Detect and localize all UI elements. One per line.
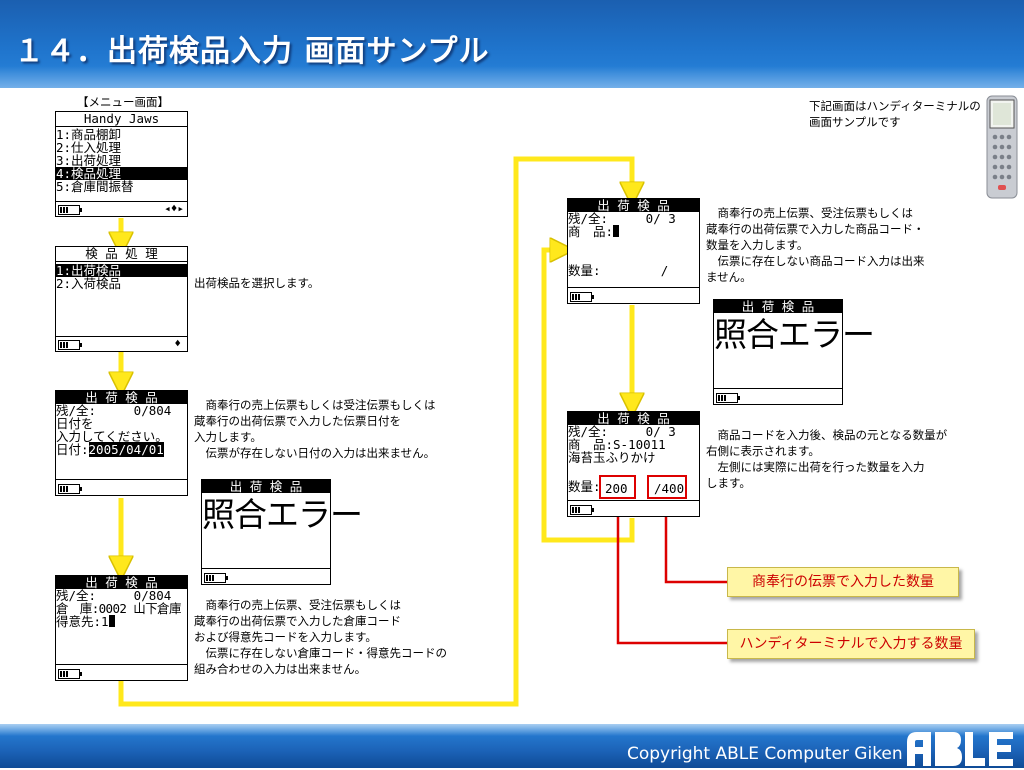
menu-screen: Handy Jaws 1:商品棚卸 2:仕入処理 3:出荷処理 4:検品処理 5… — [55, 111, 188, 217]
screen-title: 出 荷 検 品 — [714, 300, 842, 313]
warehouse-input-screen: 出 荷 検 品 残/全: 0/804 倉 庫:0002 山下倉庫 得意先:1 — [55, 575, 188, 681]
battery-icon — [570, 505, 594, 515]
screen-title: 出 荷 検 品 — [568, 199, 699, 212]
terminal-note-line: 画面サンプルです — [809, 115, 901, 129]
page-title: １４．出荷検品入力 画面サンプル — [14, 34, 490, 69]
copyright-text: Copyright ABLE Computer Giken — [627, 744, 903, 764]
battery-icon — [58, 340, 82, 350]
menu-item-selected[interactable]: 1:出荷検品 — [56, 264, 187, 277]
menu-item[interactable]: 1:商品棚卸 — [56, 127, 122, 142]
handy-terminal-icon — [986, 95, 1018, 199]
inspection-menu-screen: 検 品 処 理 1:出荷検品 2:入荷検品 ♦ — [55, 246, 188, 352]
input-quantity-highlight — [599, 475, 636, 499]
screen-title: 出 荷 検 品 — [56, 576, 187, 589]
screen-title: 出 荷 検 品 — [56, 391, 187, 404]
footer-bar — [0, 724, 1024, 768]
prompt-line: 日付を — [56, 416, 94, 431]
scroll-icon: ♦ — [174, 337, 181, 350]
screen-title: 出 荷 検 品 — [202, 480, 330, 493]
cursor-icon — [108, 615, 115, 627]
red-arrow-slip-qty — [659, 494, 727, 584]
count-row: 残/全: 0/804 — [56, 403, 172, 418]
arrow-warehouse-to-product — [118, 156, 632, 707]
battery-icon — [58, 205, 82, 215]
battery-icon — [204, 573, 228, 583]
customer-field[interactable]: 得意先:1 — [56, 614, 109, 629]
slip-quantity-callout: 商奉行の伝票で入力した数量 — [727, 567, 959, 597]
menu-item[interactable]: 3:出荷処理 — [56, 153, 122, 168]
red-arrow-handy-qty — [611, 494, 727, 645]
arrow-quantity-loop-back — [541, 250, 635, 543]
date-label: 日付: — [56, 442, 89, 457]
menu-item[interactable]: 2:仕入処理 — [56, 140, 122, 155]
collation-error-screen: 出 荷 検 品 照合エラー — [201, 479, 363, 585]
warehouse-field[interactable]: 倉 庫:0002 山下倉庫 — [56, 601, 181, 616]
menu-screen-label: 【メニュー画面】 — [77, 95, 169, 109]
quantity-input-screen: 出 荷 検 品 残/全: 0/ 3 商 品:S-10011 海苔玉ふりかけ 数量… — [567, 411, 700, 517]
handy-quantity-callout: ハンディターミナルで入力する数量 — [727, 629, 975, 659]
product-input-screen: 出 荷 検 品 残/全: 0/ 3 商 品: 数量: / — [567, 198, 700, 304]
title-bar — [0, 0, 1024, 88]
date-input[interactable]: 2005/04/01 — [88, 442, 164, 457]
menu-item[interactable]: 2:入荷検品 — [56, 276, 122, 291]
quantity-field[interactable]: 数量: / — [568, 263, 669, 278]
prompt-line: 入力してください。 — [56, 429, 168, 444]
product-name: 海苔玉ふりかけ — [568, 450, 656, 465]
error-message: 照合エラー — [714, 315, 875, 354]
battery-icon — [58, 484, 82, 494]
quantity-label: 数量: — [568, 479, 601, 494]
inspection-description: 出荷検品を選択します。 — [194, 276, 320, 290]
expected-quantity: /400 — [654, 481, 685, 496]
menu-item-selected[interactable]: 4:検品処理 — [56, 167, 187, 180]
menu-screen-title: Handy Jaws — [83, 111, 160, 126]
title-bar-wave — [0, 66, 1024, 88]
scroll-icon: ◂♦▸ — [164, 202, 184, 215]
terminal-note-line: 下記画面はハンディターミナルの — [809, 99, 981, 113]
inspection-menu-title: 検 品 処 理 — [85, 246, 158, 261]
battery-icon — [716, 393, 740, 403]
screen-title: 出 荷 検 品 — [568, 412, 699, 425]
count-row: 残/全: 0/804 — [56, 588, 172, 603]
error-message: 照合エラー — [202, 495, 363, 534]
quantity-input[interactable]: 200 — [605, 481, 628, 496]
product-field[interactable]: 商 品: — [568, 224, 614, 239]
count-row: 残/全: 0/ 3 — [568, 211, 676, 226]
battery-icon — [570, 292, 594, 302]
count-row: 残/全: 0/ 3 — [568, 424, 676, 439]
collation-error-screen: 出 荷 検 品 照合エラー — [713, 299, 875, 405]
product-code: 商 品:S-10011 — [568, 437, 666, 452]
able-logo — [905, 730, 1015, 766]
battery-icon — [58, 669, 82, 679]
date-input-screen: 出 荷 検 品 残/全: 0/804 日付を 入力してください。 日付:2005… — [55, 390, 188, 496]
menu-item[interactable]: 5:倉庫間振替 — [56, 179, 134, 194]
expected-quantity-highlight — [647, 475, 687, 499]
cursor-icon — [613, 225, 620, 237]
